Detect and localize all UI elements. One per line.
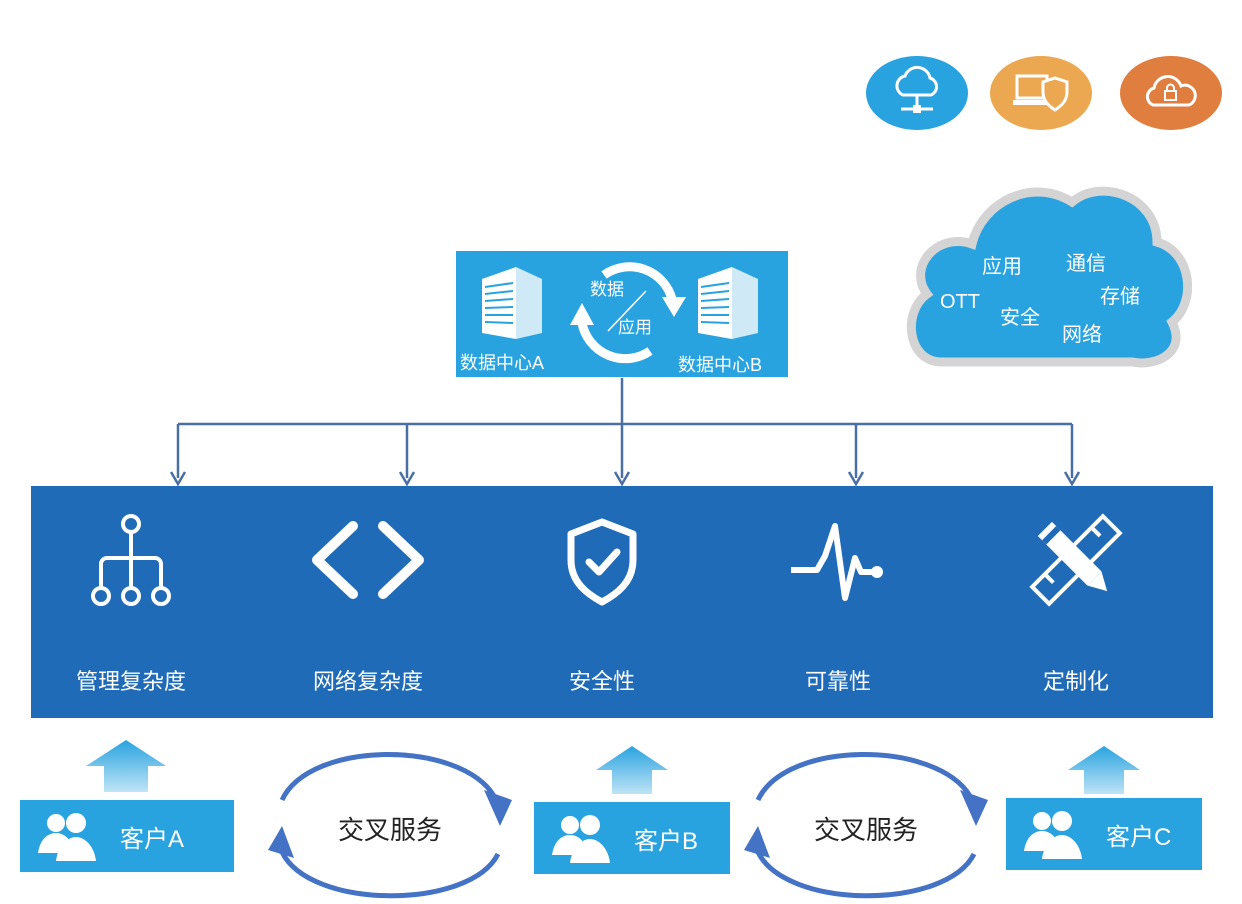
feature-security: 安全性 xyxy=(502,486,702,718)
up-arrow-c xyxy=(1068,746,1140,794)
cross-arc-top-2 xyxy=(755,752,973,802)
up-arrow-b xyxy=(596,746,668,794)
cloud-item-apps: 应用 xyxy=(982,256,1022,278)
cloud-network-icon xyxy=(866,56,968,130)
hierarchy-icon xyxy=(91,514,171,606)
up-arrow-a xyxy=(86,740,166,792)
cross-arrowhead xyxy=(484,790,512,826)
cloud-item-network: 网络 xyxy=(1062,324,1102,346)
feature-reliability: 可靠性 xyxy=(738,486,938,718)
service-cloud xyxy=(907,186,1192,368)
cloud-item-ott: OTT xyxy=(940,291,980,313)
sync-label-data: 数据 xyxy=(590,280,624,299)
cloud-item-communication: 通信 xyxy=(1066,253,1106,275)
cross-arrowhead xyxy=(268,826,294,858)
heartbeat-icon xyxy=(791,523,883,601)
users-icon xyxy=(38,813,96,861)
cross-service-label-2: 交叉服务 xyxy=(813,815,918,845)
shield-check-icon xyxy=(567,518,637,606)
users-icon xyxy=(552,815,610,863)
cross-arrowhead xyxy=(960,790,988,826)
cross-service-label-1: 交叉服务 xyxy=(337,815,442,845)
laptop-shield-icon xyxy=(990,56,1092,130)
cross-arc-bottom-1 xyxy=(279,850,501,899)
server-building-icon xyxy=(698,267,758,339)
cross-arc-top-1 xyxy=(279,752,497,802)
sync-label-apps: 应用 xyxy=(618,318,652,337)
cross-arc-bottom-2 xyxy=(755,850,977,899)
feature-management-complexity: 管理复杂度 xyxy=(31,486,231,718)
server-building-icon xyxy=(482,267,542,339)
client-b-box: 客户B xyxy=(534,802,730,874)
sync-arrows-icon xyxy=(570,262,686,364)
client-a-box: 客户A xyxy=(20,800,234,872)
feature-label: 网络复杂度 xyxy=(312,669,423,694)
pencil-ruler-icon xyxy=(1029,513,1123,607)
feature-label: 定制化 xyxy=(1042,669,1109,694)
users-icon xyxy=(1024,811,1082,859)
client-c-box: 客户C xyxy=(1006,798,1202,870)
cloud-lock-icon xyxy=(1120,56,1222,130)
code-brackets-icon xyxy=(312,521,424,599)
feature-label: 可靠性 xyxy=(804,669,871,694)
feature-bar: 管理复杂度 网络复杂度 安全性 可靠性 xyxy=(31,486,1213,718)
cross-arrowhead xyxy=(744,826,770,858)
feature-customization: 定制化 xyxy=(976,486,1176,718)
client-b-label: 客户B xyxy=(634,827,699,855)
cloud-item-storage: 存储 xyxy=(1100,286,1140,308)
data-center-a-label: 数据中心A xyxy=(460,353,545,373)
cloud-item-security: 安全 xyxy=(1000,307,1040,329)
client-a-label: 客户A xyxy=(120,825,185,853)
data-center-b-label: 数据中心B xyxy=(678,355,763,375)
feature-label: 安全性 xyxy=(568,669,635,694)
client-c-label: 客户C xyxy=(1106,823,1172,851)
data-center-panel: 数据 应用 数据中心A 数据中心B xyxy=(456,251,788,377)
feature-network-complexity: 网络复杂度 xyxy=(268,486,468,718)
feature-label: 管理复杂度 xyxy=(75,669,186,694)
